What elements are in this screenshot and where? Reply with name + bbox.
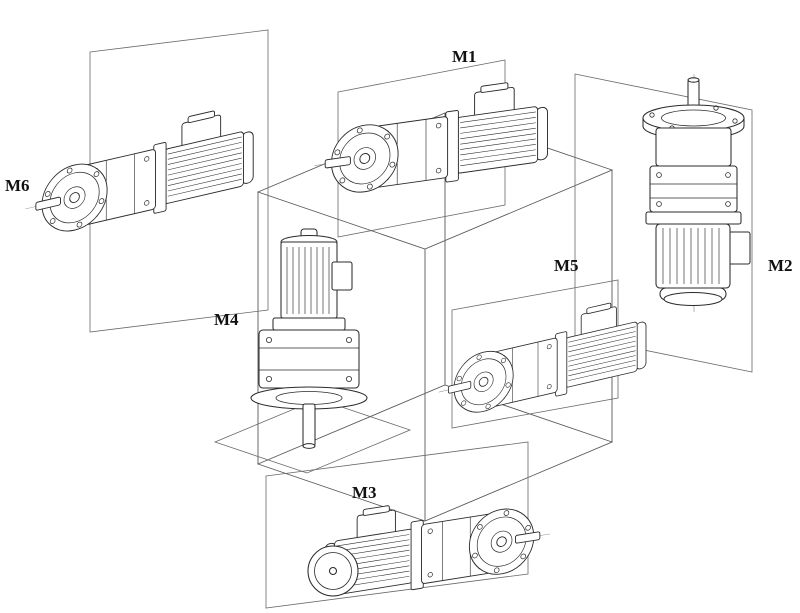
label-m2: M2: [768, 256, 793, 275]
cooling-fins: [662, 228, 720, 284]
label-m1: M1: [452, 47, 477, 66]
gearmotor-m5: [438, 294, 647, 424]
flange-ring: [661, 109, 726, 127]
gearmotor-m1: [313, 76, 548, 202]
label-m3: M3: [352, 483, 377, 502]
orientation-cube: [256, 112, 614, 522]
gear-housing: [258, 329, 360, 389]
terminal-box: [331, 261, 353, 291]
output-flange: [642, 104, 745, 132]
cooling-fins: [286, 247, 330, 314]
output-shaft: [302, 403, 316, 447]
gear-housing: [649, 165, 738, 213]
mounting-plane-m3: [265, 441, 529, 609]
fan-end-hub: [328, 566, 338, 576]
adapter-flange: [645, 211, 742, 225]
housing-seams: [259, 347, 359, 371]
mounting-plane-m1: [337, 59, 506, 238]
gearmotor-m4: [250, 228, 368, 449]
housing-bolts: [265, 336, 352, 382]
gearmotor-m2: [642, 74, 751, 312]
adapter-flange: [272, 317, 346, 331]
label-m6: M6: [5, 176, 30, 195]
label-m4: M4: [214, 310, 239, 329]
housing-seams: [650, 183, 737, 199]
gearmotor-m3: [307, 479, 551, 605]
fan-cover-rim: [663, 291, 723, 307]
motor-body: [280, 241, 338, 319]
label-m5: M5: [554, 256, 579, 275]
upper-housing: [655, 127, 732, 167]
mounting-plane-m4: [213, 398, 412, 474]
fan-end-ring: [314, 552, 352, 590]
shaft-end: [302, 443, 316, 449]
housing-bolts: [656, 172, 731, 207]
shaft-end: [687, 77, 700, 83]
gearmotor-m6: [24, 101, 254, 244]
mounting-plane-m6: [89, 29, 269, 333]
